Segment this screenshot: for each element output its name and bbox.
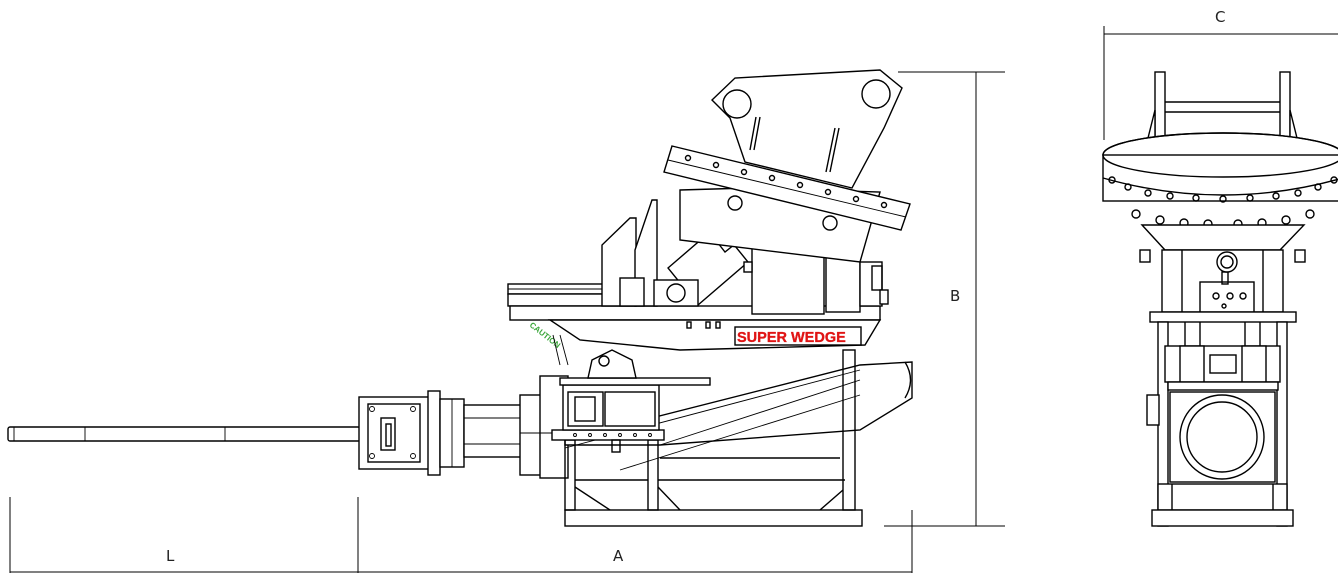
brand-label: SUPER WEDGE	[737, 330, 846, 346]
dim-label-a: A	[613, 547, 624, 565]
lower-bracket	[551, 349, 711, 453]
dim-label-l: L	[166, 547, 175, 565]
front-body	[1139, 224, 1306, 527]
pressure-gauge-icon	[1216, 251, 1238, 273]
lifting-lug	[710, 69, 903, 189]
hydraulic-cylinder	[358, 390, 523, 476]
push-rod	[7, 426, 361, 442]
dim-label-b: B	[950, 287, 960, 305]
base-frame	[564, 349, 863, 527]
dim-label-c: C	[1215, 8, 1225, 26]
tilted-flange	[663, 145, 911, 263]
side-view: SUPER WEDGE CAUTION	[7, 69, 913, 527]
brand-plate	[734, 326, 862, 346]
front-view	[1102, 71, 1338, 527]
left-mount-plates	[601, 199, 658, 307]
front-flange	[1102, 132, 1338, 229]
dimension-lines	[9, 26, 1338, 573]
